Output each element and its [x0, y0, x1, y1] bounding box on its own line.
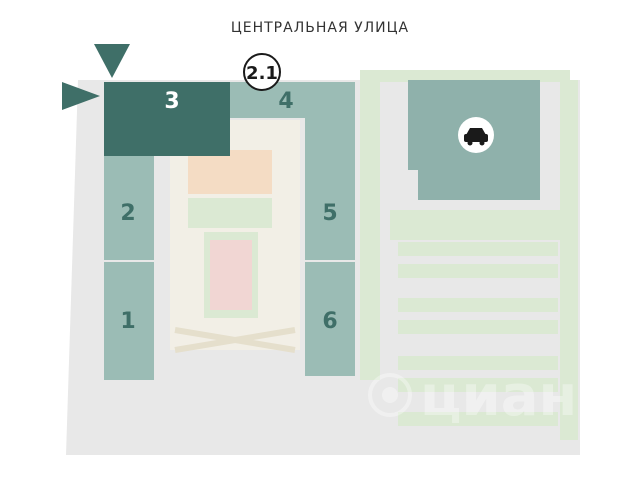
- building-6-number: 6: [322, 309, 337, 334]
- building-6[interactable]: 6: [305, 262, 355, 376]
- building-4[interactable]: 4: [230, 82, 355, 156]
- complex-badge: [243, 53, 281, 91]
- green-strip-lot: [390, 210, 560, 240]
- building-1[interactable]: 1: [104, 262, 154, 380]
- view-direction-marker-top: [94, 44, 130, 78]
- car-icon: [464, 128, 488, 146]
- street-label: ЦЕНТРАЛЬНАЯ УЛИЦА: [230, 20, 410, 36]
- green-strip-middle: [360, 80, 380, 380]
- building-3[interactable]: 3: [104, 82, 230, 156]
- courtyard-paths: [174, 327, 296, 353]
- building-2[interactable]: 2: [104, 156, 154, 260]
- parking-lot: [398, 242, 558, 426]
- complex-badge-label: 2.1: [246, 63, 278, 84]
- view-direction-marker-left: [62, 82, 100, 110]
- court-green: [188, 198, 272, 228]
- court-orange: [188, 150, 272, 194]
- building-5[interactable]: 5: [305, 156, 355, 260]
- green-strip-right: [560, 80, 578, 440]
- building-2-number: 2: [120, 201, 135, 226]
- building-5-number: 5: [322, 201, 337, 226]
- green-strip-top: [360, 70, 570, 82]
- watermark-text: циан: [420, 364, 577, 429]
- building-3-number: 3: [164, 89, 179, 114]
- sports-field: [210, 240, 252, 310]
- building-4-number: 4: [278, 89, 293, 114]
- building-1-number: 1: [120, 309, 135, 334]
- cian-logo-icon: [368, 373, 412, 417]
